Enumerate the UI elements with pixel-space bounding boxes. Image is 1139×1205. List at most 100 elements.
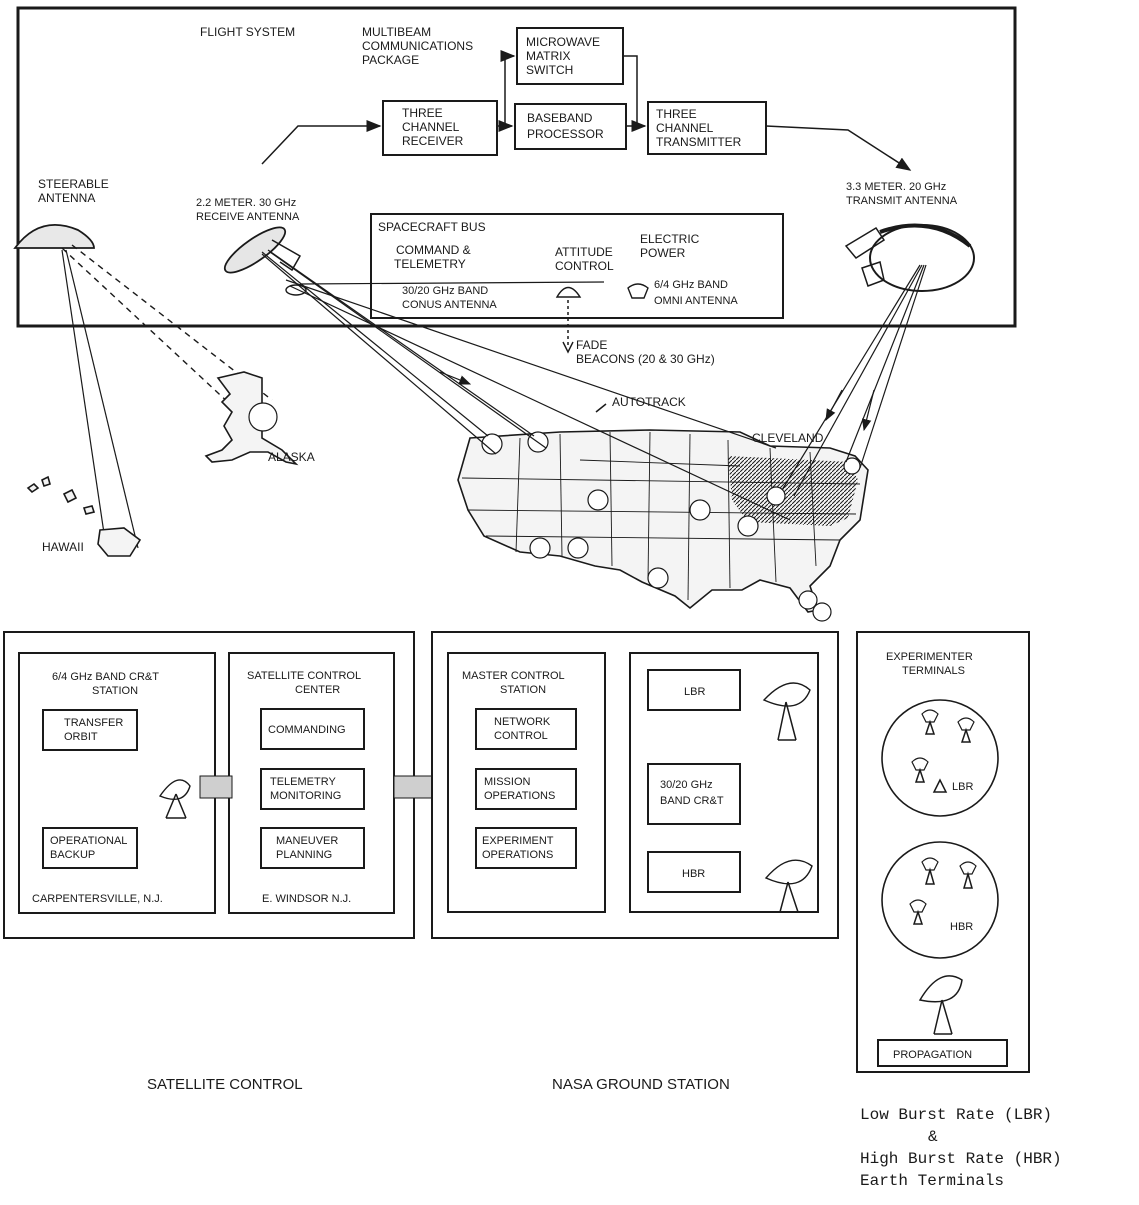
svg-text:CHANNEL: CHANNEL [402, 120, 460, 134]
svg-text:EXPERIMENTER: EXPERIMENTER [886, 651, 973, 663]
svg-text:BEACONS (20 & 30 GHz): BEACONS (20 & 30 GHz) [576, 352, 715, 366]
baseband-processor-block: BASEBAND PROCESSOR [514, 103, 627, 150]
svg-text:PLANNING: PLANNING [276, 849, 332, 861]
transmit-antenna-icon [844, 223, 975, 292]
terminal-note: Low Burst Rate (LBR) & High Burst Rate (… [860, 1106, 1062, 1190]
svg-text:Low Burst Rate (LBR): Low Burst Rate (LBR) [860, 1106, 1052, 1124]
svg-text:RECEIVE ANTENNA: RECEIVE ANTENNA [196, 211, 300, 223]
svg-text:TRANSMIT ANTENNA: TRANSMIT ANTENNA [846, 195, 958, 207]
flight-system-frame [16, 6, 1017, 328]
cleveland-label: CLEVELAND [752, 431, 824, 445]
svg-text:TELEMETRY: TELEMETRY [270, 776, 336, 788]
receive-antenna-icon [223, 226, 307, 296]
svg-text:THREE: THREE [656, 107, 697, 121]
svg-text:6/4 GHz BAND: 6/4 GHz BAND [654, 279, 728, 291]
svg-text:TERMINALS: TERMINALS [902, 665, 965, 677]
satellite-dish-icon [158, 779, 191, 819]
propagation-label: PROPAGATION [893, 1049, 972, 1061]
svg-text:STATION: STATION [92, 685, 138, 697]
transmitter-block: THREE CHANNEL TRANSMITTER [647, 101, 767, 155]
hawaii-shape [26, 475, 142, 557]
svg-text:COMMANDING: COMMANDING [268, 724, 346, 736]
hbr-dish-icon [764, 859, 813, 913]
svg-text:COMMAND &: COMMAND & [396, 243, 471, 257]
lbr-terminal-dishes [911, 709, 975, 793]
svg-text:MANEUVER: MANEUVER [276, 835, 338, 847]
svg-text:NETWORK: NETWORK [494, 716, 551, 728]
satellite-control-caption: SATELLITE CONTROL [147, 1076, 303, 1093]
svg-text:MASTER CONTROL: MASTER CONTROL [462, 670, 565, 682]
svg-text:MICROWAVE: MICROWAVE [526, 35, 600, 49]
spacecraft-bus-block: SPACECRAFT BUS COMMAND & TELEMETRY ATTIT… [370, 213, 784, 319]
svg-text:CHANNEL: CHANNEL [656, 121, 714, 135]
autotrack-label: AUTOTRACK [612, 395, 686, 409]
receive-antenna-label: 2.2 METER. 30 GHz RECEIVE ANTENNA [196, 197, 300, 223]
steerable-antenna-label: STEERABLE ANTENNA [38, 177, 109, 205]
matrix-switch-block: MICROWAVE MATRIX SWITCH [516, 27, 624, 85]
svg-text:STATION: STATION [500, 684, 546, 696]
svg-text:MISSION: MISSION [484, 776, 531, 788]
svg-text:CONUS ANTENNA: CONUS ANTENNA [402, 299, 497, 311]
lbr-dish-icon [762, 682, 811, 741]
svg-text:BAND CR&T: BAND CR&T [660, 795, 724, 807]
svg-text:&: & [928, 1128, 938, 1146]
svg-text:SPACECRAFT BUS: SPACECRAFT BUS [378, 220, 486, 234]
svg-text:TELEMETRY: TELEMETRY [394, 257, 466, 271]
flight-system-title: FLIGHT SYSTEM [200, 25, 295, 39]
svg-text:OPERATIONAL: OPERATIONAL [50, 835, 127, 847]
link-crt-to-scc [199, 775, 233, 799]
svg-text:3.3 METER. 20 GHz: 3.3 METER. 20 GHz [846, 181, 946, 193]
multibeam-package-label: MULTIBEAM COMMUNICATIONS PACKAGE [362, 25, 473, 67]
svg-text:2.2 METER. 30 GHz: 2.2 METER. 30 GHz [196, 197, 296, 209]
hawaii-label: HAWAII [42, 540, 84, 554]
autotrack-leader [595, 403, 607, 413]
transmit-beams [781, 264, 927, 497]
svg-text:CONTROL: CONTROL [494, 730, 548, 742]
svg-text:SATELLITE CONTROL: SATELLITE CONTROL [247, 670, 361, 682]
spot-beam-circles [481, 431, 861, 622]
svg-text:MONITORING: MONITORING [270, 790, 341, 802]
svg-text:MULTIBEAM: MULTIBEAM [362, 25, 431, 39]
svg-text:High Burst Rate (HBR): High Burst Rate (HBR) [860, 1150, 1062, 1168]
hbr-terminal-cluster [881, 841, 999, 959]
experimenter-terminals-group: EXPERIMENTER TERMINALS LBR HBR [856, 631, 1030, 1073]
receive-beams [261, 249, 791, 521]
alaska-shape [204, 371, 299, 466]
conus-antenna-icon [555, 286, 582, 298]
svg-text:STEERABLE: STEERABLE [38, 177, 109, 191]
svg-text:SWITCH: SWITCH [526, 63, 573, 77]
svg-text:ORBIT: ORBIT [64, 731, 98, 743]
svg-text:EXPERIMENT: EXPERIMENT [482, 835, 554, 847]
block-connectors [261, 50, 912, 171]
propagation-dish-icon [918, 975, 963, 1035]
satellite-control-group: 6/4 GHz BAND CR&T STATION TRANSFER ORBIT… [3, 631, 415, 939]
conus-map [457, 429, 869, 613]
hbr-cluster-label: HBR [950, 921, 973, 933]
lbr-terminal-cluster [881, 699, 999, 817]
svg-text:CENTER: CENTER [295, 684, 340, 696]
svg-text:LBR: LBR [684, 686, 705, 698]
svg-text:RECEIVER: RECEIVER [402, 134, 464, 148]
svg-text:PROCESSOR: PROCESSOR [527, 127, 604, 141]
svg-text:E. WINDSOR N.J.: E. WINDSOR N.J. [262, 893, 351, 905]
svg-text:THREE: THREE [402, 106, 443, 120]
svg-text:FADE: FADE [576, 338, 607, 352]
svg-text:Earth Terminals: Earth Terminals [860, 1172, 1004, 1190]
svg-text:CARPENTERSVILLE, N.J.: CARPENTERSVILLE, N.J. [32, 893, 163, 905]
svg-text:TRANSMITTER: TRANSMITTER [656, 135, 742, 149]
svg-text:TRANSFER: TRANSFER [64, 717, 123, 729]
nasa-ground-station-group: MASTER CONTROL STATION NETWORK CONTROL M… [431, 631, 839, 939]
svg-text:ELECTRIC: ELECTRIC [640, 232, 700, 246]
steerable-antenna-icon [13, 223, 95, 249]
lbr-cluster-label: LBR [952, 781, 973, 793]
svg-text:CONTROL: CONTROL [555, 259, 614, 273]
svg-text:OPERATIONS: OPERATIONS [482, 849, 553, 861]
svg-text:ATTITUDE: ATTITUDE [555, 245, 613, 259]
svg-text:6/4 GHz BAND CR&T: 6/4 GHz BAND CR&T [52, 671, 159, 683]
svg-text:OPERATIONS: OPERATIONS [484, 790, 555, 802]
svg-text:BACKUP: BACKUP [50, 849, 95, 861]
receiver-block: THREE CHANNEL RECEIVER [382, 100, 498, 156]
svg-text:MATRIX: MATRIX [526, 49, 570, 63]
